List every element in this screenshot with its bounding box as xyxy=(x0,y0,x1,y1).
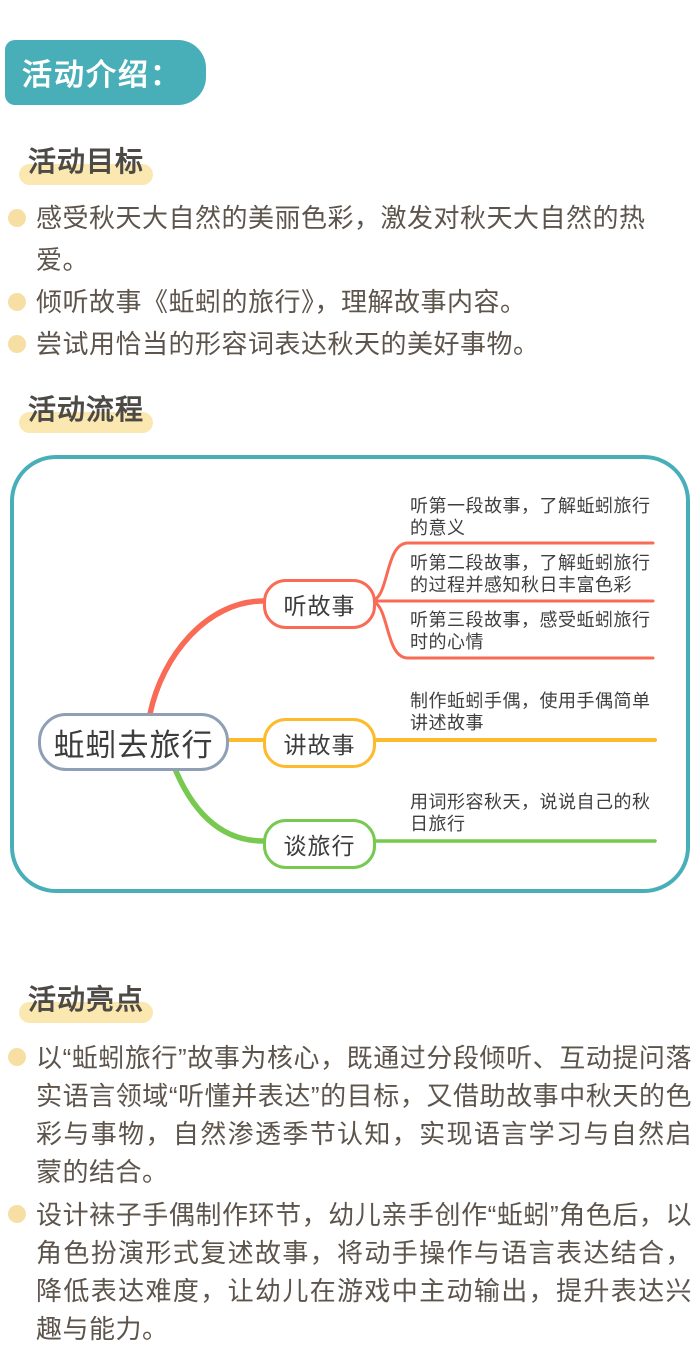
list-item: 设计袜子手偶制作环节，幼儿亲手创作“蚯蚓”角色后，以角色扮演形式复述故事，将动手… xyxy=(8,1196,692,1348)
title-highlight xyxy=(19,412,154,433)
mindmap-root-node: 蚯蚓去旅行 xyxy=(38,713,229,771)
page-title-badge: 活动介绍： xyxy=(5,40,206,105)
section-title-text: 活动流程 xyxy=(28,394,145,425)
mindmap-leaf: 听第一段故事，了解蚯蚓旅行的意义 xyxy=(410,496,651,538)
mindmap-node-talk-travel: 谈旅行 xyxy=(263,819,376,869)
mindmap-leaf: 制作蚯蚓手偶，使用手偶简单讲述故事 xyxy=(410,691,651,733)
list-item: 尝试用恰当的形容词表达秋天的美好事物。 xyxy=(8,323,692,365)
section-title-text: 活动亮点 xyxy=(28,984,145,1015)
process-section-title: 活动流程 xyxy=(19,388,154,433)
list-item: 感受秋天大自然的美丽色彩，激发对秋天大自然的热爱。 xyxy=(8,197,692,281)
highlights-section-title: 活动亮点 xyxy=(19,978,154,1023)
mindmap: 蚯蚓去旅行 听故事 讲故事 谈旅行 听第一段故事，了解蚯蚓旅行的意义 听第二段故… xyxy=(10,455,690,893)
bullet-dot xyxy=(8,335,26,353)
list-item: 倾听故事《蚯蚓的旅行》，理解故事内容。 xyxy=(8,281,692,323)
bullet-dot xyxy=(8,293,26,311)
highlights-list: 以“蚯蚓旅行”故事为核心，既通过分段倾听、互动提问落实语言领域“听懂并表达”的目… xyxy=(8,1039,692,1348)
goal-text: 尝试用恰当的形容词表达秋天的美好事物。 xyxy=(36,329,540,359)
bullet-dot xyxy=(8,1205,26,1223)
highlight-text: 设计袜子手偶制作环节，幼儿亲手创作“蚯蚓”角色后，以角色扮演形式复述故事，将动手… xyxy=(36,1200,692,1344)
title-highlight xyxy=(19,164,154,185)
mindmap-node-tell-story: 讲故事 xyxy=(263,718,376,768)
bullet-dot xyxy=(8,209,26,227)
goal-text: 倾听故事《蚯蚓的旅行》，理解故事内容。 xyxy=(36,287,527,317)
goals-section-title: 活动目标 xyxy=(19,140,154,185)
goal-text: 感受秋天大自然的美丽色彩，激发对秋天大自然的热爱。 xyxy=(36,203,646,275)
mindmap-leaf: 听第三段故事，感受蚯蚓旅行时的心情 xyxy=(410,610,651,652)
mindmap-node-listen-story: 听故事 xyxy=(263,579,376,629)
goals-list: 感受秋天大自然的美丽色彩，激发对秋天大自然的热爱。 倾听故事《蚯蚓的旅行》，理解… xyxy=(8,197,692,365)
title-highlight xyxy=(19,1002,154,1023)
mindmap-leaf: 用词形容秋天，说说自己的秋日旅行 xyxy=(410,792,651,834)
bullet-dot xyxy=(8,1048,26,1066)
mindmap-leaf: 听第二段故事，了解蚯蚓旅行的过程并感知秋日丰富色彩 xyxy=(410,553,651,595)
highlight-text: 以“蚯蚓旅行”故事为核心，既通过分段倾听、互动提问落实语言领域“听懂并表达”的目… xyxy=(36,1043,692,1187)
list-item: 以“蚯蚓旅行”故事为核心，既通过分段倾听、互动提问落实语言领域“听懂并表达”的目… xyxy=(8,1039,692,1191)
section-title-text: 活动目标 xyxy=(28,146,145,177)
